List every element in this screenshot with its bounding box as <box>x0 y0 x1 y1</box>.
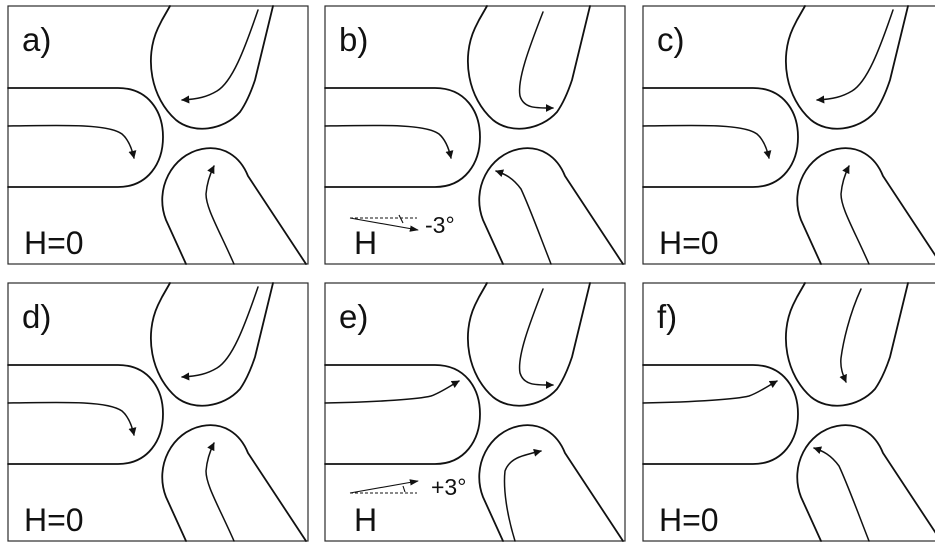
magnetization-arrow-left <box>7 124 137 159</box>
panel-f: f) H=0 <box>642 282 935 542</box>
magnetization-arrow-top <box>181 286 259 381</box>
field-vector <box>349 217 419 232</box>
nanowire-bottom <box>478 147 624 265</box>
magnetization-arrow-left <box>324 124 454 159</box>
magnetization-arrow-top <box>839 288 862 383</box>
field-label: H=0 <box>24 502 84 538</box>
magnetization-arrow-bottom <box>813 446 870 542</box>
magnetization-arrow-top <box>518 11 554 113</box>
nanowire-top <box>467 282 591 407</box>
field-vector <box>349 479 419 494</box>
field-label: H=0 <box>659 225 719 261</box>
panel-label: d) <box>22 298 51 335</box>
magnetization-arrow-left <box>7 401 137 436</box>
nanowire-left <box>324 87 481 188</box>
nanowire-bottom <box>796 424 935 542</box>
nanowire-left <box>642 364 799 465</box>
field-angle-label: -3° <box>425 212 455 238</box>
panel-frame <box>7 5 309 265</box>
panel-b: b) H -3° <box>324 5 626 265</box>
field-label: H=0 <box>24 225 84 261</box>
field-angle-label: +3° <box>431 474 466 500</box>
magnetization-arrow-left <box>324 380 460 404</box>
panel-frame <box>324 5 626 265</box>
nanowire-left <box>7 364 164 465</box>
nanowire-bottom <box>161 147 307 265</box>
panel-label: f) <box>657 298 677 335</box>
nanowire-bottom <box>478 424 624 542</box>
angle-arc <box>398 214 404 224</box>
panel-frame <box>642 5 935 265</box>
panel-d: d) H=0 <box>7 282 309 542</box>
nanowire-left <box>642 87 799 188</box>
nanowire-top <box>150 282 274 407</box>
magnetization-arrow-top <box>181 9 259 104</box>
magnetization-arrow-bottom <box>495 169 552 265</box>
field-label: H=0 <box>659 502 719 538</box>
magnetization-arrow-bottom <box>840 165 870 265</box>
panel-frame <box>642 282 935 542</box>
nanowire-left <box>7 87 164 188</box>
angle-arc <box>402 485 406 493</box>
magnetization-arrow-left <box>642 380 778 404</box>
panel-frame <box>7 282 309 542</box>
magnetization-arrow-left <box>642 124 772 159</box>
panel-e: e) H +3° <box>324 282 626 542</box>
magnetization-arrow-bottom <box>503 448 542 542</box>
panel-label: b) <box>339 21 368 58</box>
field-label: H <box>354 502 377 538</box>
nanowire-left <box>324 364 481 465</box>
panel-frame <box>324 282 626 542</box>
panel-c: c) H=0 <box>642 5 935 265</box>
magnetization-arrow-bottom <box>205 165 235 265</box>
panel-a: a) H=0 <box>7 5 309 265</box>
magnetization-arrow-bottom <box>205 442 235 542</box>
panel-label: a) <box>22 21 51 58</box>
nanowire-bottom <box>161 424 307 542</box>
nanowire-top <box>150 5 274 130</box>
nanowire-top <box>785 5 909 130</box>
magnetization-arrow-top <box>518 288 554 390</box>
panel-label: c) <box>657 21 685 58</box>
field-label: H <box>354 225 377 261</box>
panel-label: e) <box>339 298 368 335</box>
nanowire-top <box>785 282 909 407</box>
magnetization-arrow-top <box>816 9 894 104</box>
nanowire-top <box>467 5 591 130</box>
nanowire-bottom <box>796 147 935 265</box>
